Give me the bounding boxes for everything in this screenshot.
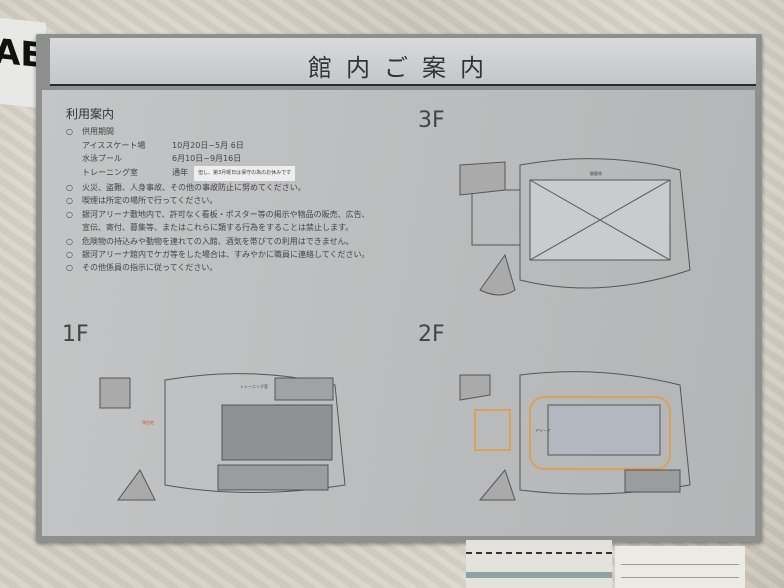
info-text: 火災、盗難、人身事故、その他の事故防止に努めてください。 — [82, 183, 306, 193]
board-panel — [42, 90, 755, 536]
info-item: ○ 喫煙は所定の場所で行ってください。 — [66, 194, 370, 207]
bullet-icon: ○ — [66, 209, 73, 219]
period-row: トレーニング室 通年但し、第3月曜日は保守の為のお休みです — [66, 165, 370, 182]
current-location-marker: 現在地 — [142, 419, 154, 425]
floor-label-2f: 2F — [418, 322, 445, 347]
facility-name: アイススケート場 — [82, 140, 146, 150]
info-item: ○ 供用期間 — [66, 125, 370, 138]
access-map — [466, 540, 612, 588]
floor-plan-3f — [459, 158, 691, 296]
title-bar: 館内ご案内 — [50, 38, 756, 86]
road — [466, 572, 612, 578]
bullet-icon: ○ — [66, 236, 73, 246]
seats-label-3f: 観客席 — [590, 170, 602, 176]
usage-info: 利用案内 ○ 供用期間 アイススケート場 10月20日~5月 6日 水泳プール 6月1… — [66, 107, 370, 275]
info-item: ○ 危険物の持込みや動物を連れての入館、酒気を帯びての利用はできません。 — [66, 235, 370, 248]
floor-label-1f: 1F — [62, 322, 89, 347]
info-item: ○ その他係員の指示に従ってください。 — [66, 261, 370, 274]
info-text-continued: 宣伝、寄付、募集等、またはこれらに類する行為をすることは禁止します。 — [82, 223, 354, 233]
facility-name: 水泳プール — [82, 154, 122, 164]
railway-line — [466, 552, 612, 554]
bullet-icon: ○ — [66, 196, 73, 206]
info-text: 銀河アリーナ館内でケガ等をした場合は、すみやかに職員に連絡してください。 — [82, 250, 370, 260]
floor-plan-2f — [459, 371, 691, 501]
board-title: 館内ご案内 — [308, 54, 498, 82]
info-text: 供用期間 — [82, 127, 114, 137]
info-text: 喫煙は所定の場所で行ってください。 — [82, 196, 218, 206]
period-note: 但し、第3月曜日は保守の為のお休みです — [194, 165, 296, 182]
floor-plan-1f — [99, 373, 346, 501]
floor-label-3f: 3F — [418, 108, 445, 133]
facility-period: 10月20日~5月 6日 — [172, 140, 244, 150]
period-row: 水泳プール 6月10日~9月16日 — [66, 152, 370, 165]
info-item: ○ 銀河アリーナ館内でケガ等をした場合は、すみやかに職員に連絡してください。 — [66, 248, 370, 261]
info-heading: 利用案内 — [66, 107, 115, 121]
facility-period: 通年 — [172, 167, 188, 177]
contact-notice — [615, 546, 745, 588]
arena-label: アリーナ — [535, 427, 551, 433]
bullet-icon: ○ — [66, 183, 73, 193]
training-room-label: トレーニング室 — [240, 383, 268, 389]
info-text: 銀河アリーナ敷地内で、許可なく看板・ポスター等の掲示や物品の販売、広告、 — [82, 209, 370, 219]
period-row: アイススケート場 10月20日~5月 6日 — [66, 139, 370, 152]
facility-period: 6月10日~9月16日 — [172, 154, 242, 164]
bullet-icon: ○ — [66, 250, 73, 260]
info-item: ○ 火災、盗難、人身事故、その他の事故防止に努めてください。 — [66, 181, 370, 194]
bullet-icon: ○ — [66, 127, 73, 137]
facility-name: トレーニング室 — [82, 167, 138, 177]
info-text: その他係員の指示に従ってください。 — [82, 263, 218, 273]
bullet-icon: ○ — [66, 263, 73, 273]
info-item: ○ 銀河アリーナ敷地内で、許可なく看板・ポスター等の掲示や物品の販売、広告、 — [66, 208, 370, 221]
contact-table — [621, 564, 739, 578]
info-text: 危険物の持込みや動物を連れての入館、酒気を帯びての利用はできません。 — [82, 236, 354, 246]
